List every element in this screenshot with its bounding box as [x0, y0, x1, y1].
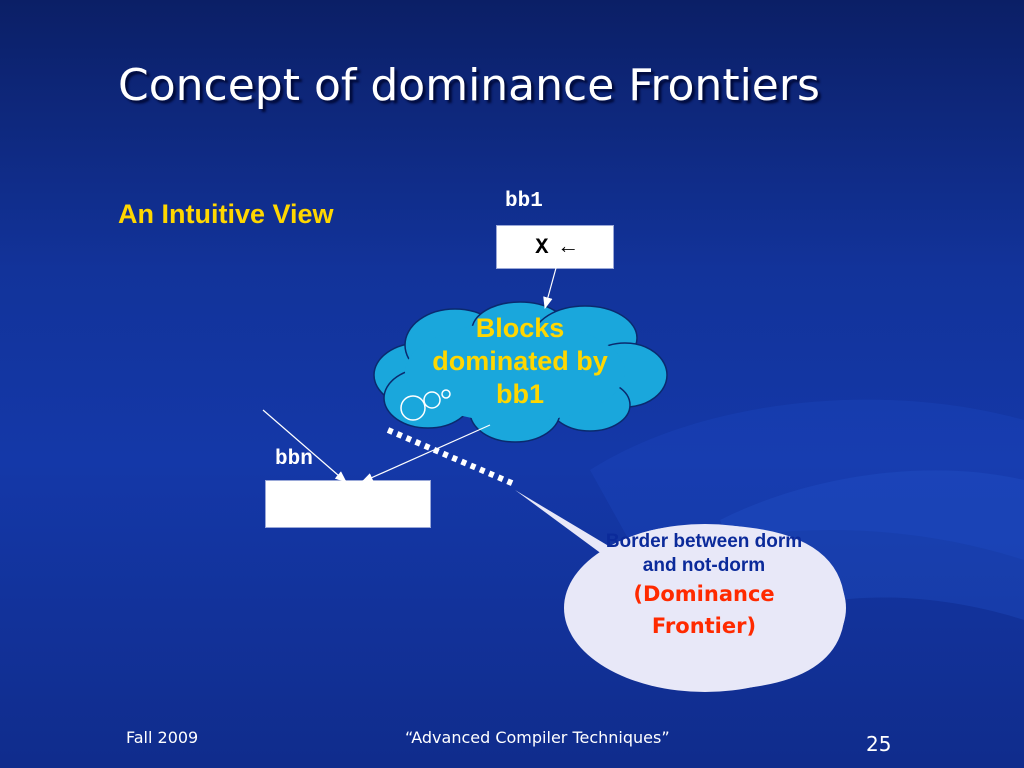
cloud-label: Blocks dominated by bb1: [432, 313, 608, 409]
background-swoosh: [590, 399, 1024, 560]
bbn-block: [265, 480, 431, 528]
arrow-bb1-to-cloud: [543, 267, 557, 310]
cloud-bubble-medium: [423, 391, 441, 409]
arrow-cloud-to-bbn: [360, 424, 491, 483]
bb1-content: X ←: [535, 234, 575, 260]
bb1-label: bb1: [505, 190, 543, 213]
cloud-bubble-large: [400, 395, 426, 421]
callout-body: [564, 524, 846, 692]
footer-course: “Advanced Compiler Techniques”: [405, 728, 670, 747]
callout-text: Border between dorm and not-dorm (Domina…: [604, 530, 804, 642]
slide-subtitle: An Intuitive View: [118, 199, 334, 229]
cloud-bubble-small: [441, 389, 451, 399]
footer-date: Fall 2009: [126, 728, 199, 747]
arrow-incoming-left: [262, 409, 347, 483]
bb1-block: X ←: [496, 225, 614, 269]
cloud-shape: [373, 301, 668, 443]
slide-title: Concept of dominance Frontiers: [118, 60, 820, 111]
frontier-border-line: [386, 427, 516, 487]
footer-page-number: 25: [866, 732, 892, 756]
bbn-label: bbn: [275, 448, 313, 471]
callout-line1: Border between dorm and not-dorm: [605, 531, 803, 576]
callout-emphasis: (Dominance Frontier): [633, 582, 775, 638]
